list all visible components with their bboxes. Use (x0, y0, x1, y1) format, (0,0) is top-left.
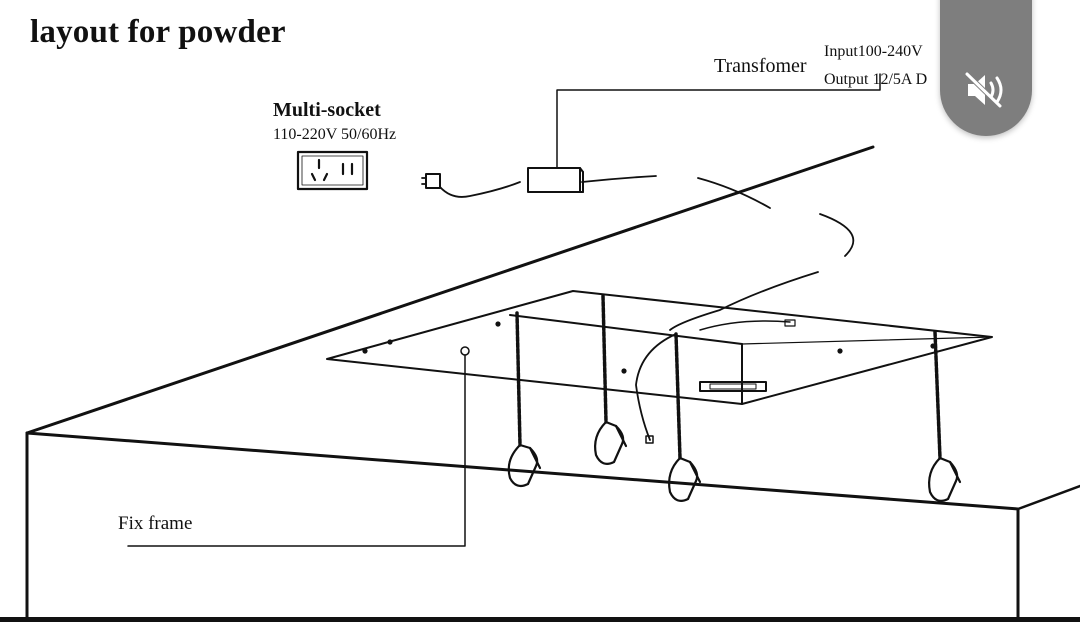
multi-socket-spec: 110-220V 50/60Hz (273, 126, 397, 143)
transformer-label: Transfomer (714, 55, 807, 77)
low-voltage-cable (581, 175, 855, 444)
ceiling-box (25, 145, 1080, 622)
fix-frame-leader (127, 354, 466, 547)
mute-button[interactable] (940, 0, 1032, 136)
transformer-leader (556, 73, 881, 169)
fix-frame-plate (326, 290, 993, 405)
transformer-box (527, 167, 584, 193)
socket-outlet-icon (296, 150, 369, 191)
bottom-edge-bar (0, 617, 1080, 622)
multi-socket-label: Multi-socket (273, 99, 381, 121)
transformer-input-spec: Input100-240V (824, 43, 923, 60)
transformer-output-spec: Output 12/5A D (824, 71, 928, 88)
speaker-muted-icon (964, 71, 1003, 109)
hanging-chains (507, 294, 962, 502)
page-title: layout for powder (30, 14, 286, 50)
power-cable (421, 173, 521, 198)
fix-frame-label: Fix frame (118, 513, 193, 534)
